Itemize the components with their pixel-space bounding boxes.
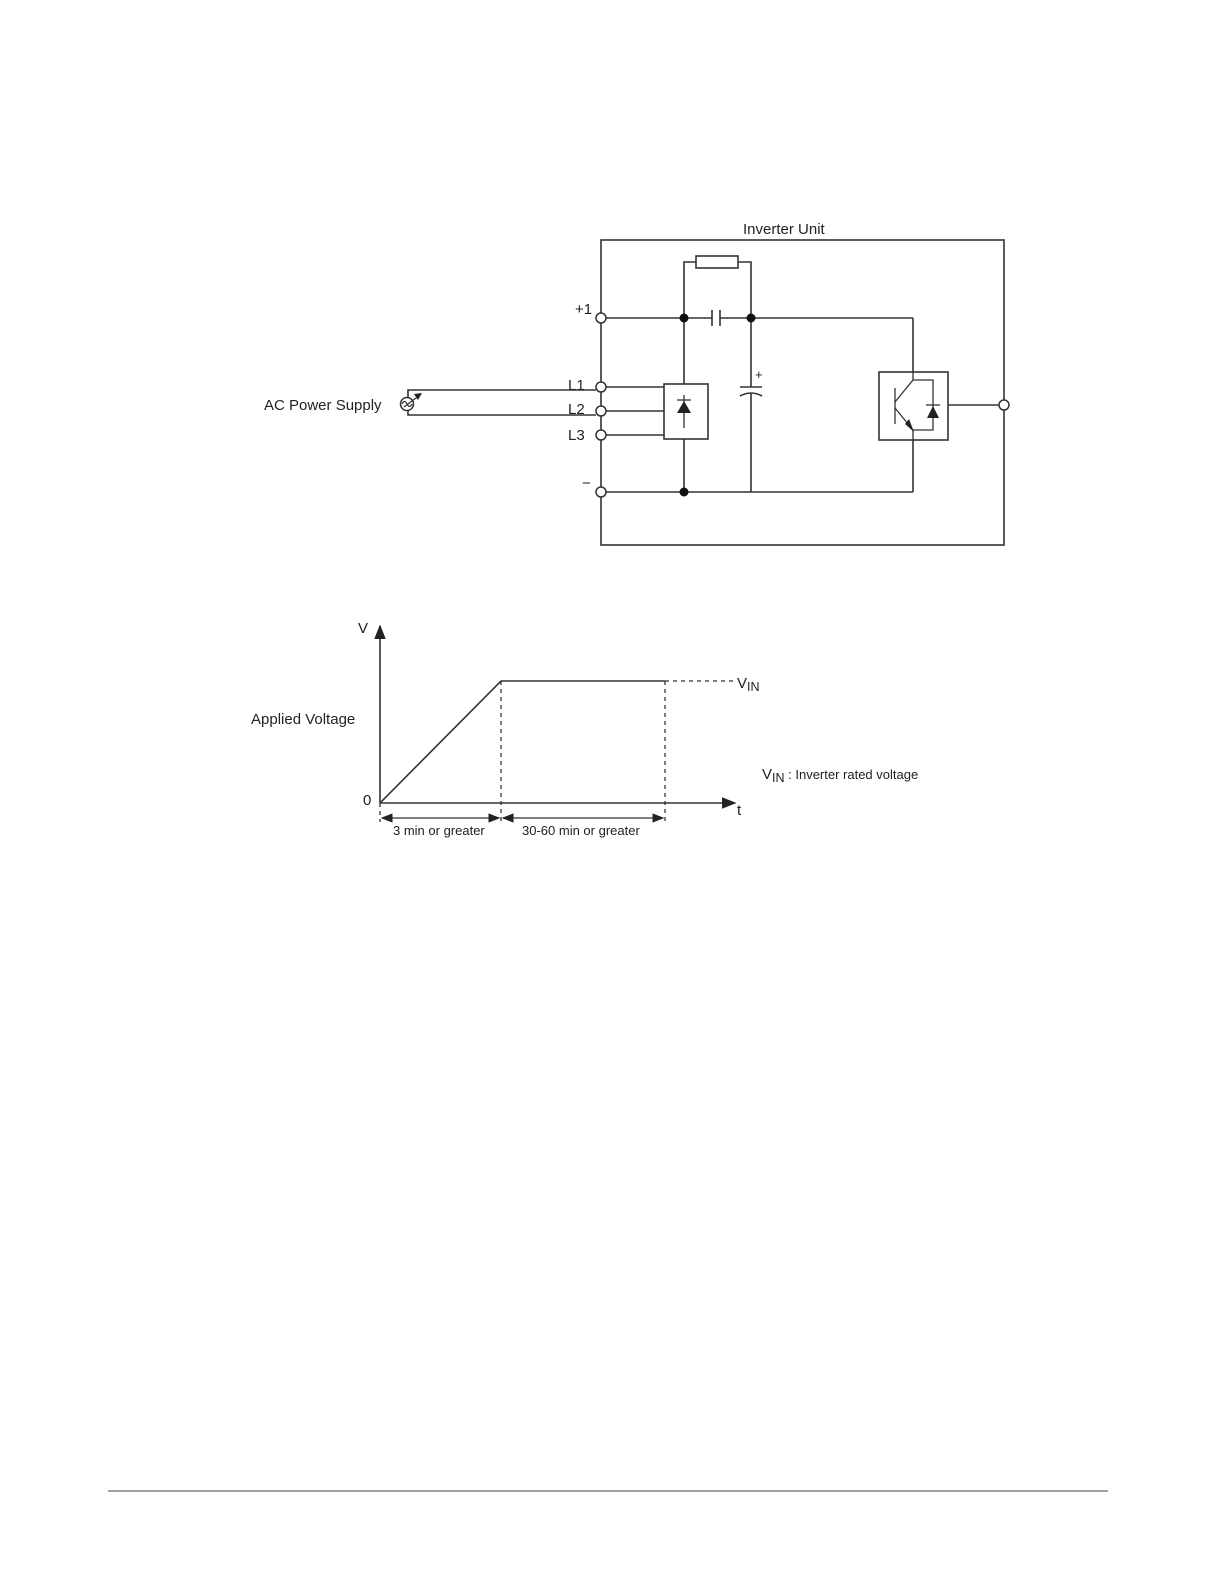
junction-dot bbox=[680, 488, 689, 497]
vin-label-sub: IN bbox=[747, 680, 760, 694]
inverter-circuit-diagram: Inverter Unit + bbox=[264, 221, 1009, 545]
terminal-minus bbox=[596, 487, 606, 497]
output-terminal bbox=[999, 400, 1009, 410]
vin-legend-sub: IN bbox=[772, 771, 785, 785]
vin-label-main: V bbox=[737, 675, 747, 692]
terminal-minus-label: − bbox=[582, 475, 591, 492]
freewheel-diode-icon bbox=[913, 380, 940, 430]
phase2-duration-label: 30-60 min or greater bbox=[522, 823, 640, 838]
capacitor-polarity-label: + bbox=[755, 367, 763, 382]
vin-legend: VIN : Inverter rated voltage bbox=[762, 766, 918, 785]
applied-voltage-label: Applied Voltage bbox=[251, 711, 355, 728]
ac-power-supply-icon bbox=[401, 393, 423, 411]
resistor-wire-right bbox=[738, 262, 751, 318]
vin-legend-text: : Inverter rated voltage bbox=[785, 767, 919, 782]
junction-dot bbox=[680, 314, 689, 323]
terminal-plus1 bbox=[596, 313, 606, 323]
phase1-duration-label: 3 min or greater bbox=[393, 823, 485, 838]
origin-label: 0 bbox=[363, 792, 371, 809]
terminal-l3-label: L3 bbox=[568, 427, 585, 444]
y-axis-label: V bbox=[358, 620, 368, 637]
terminal-l2 bbox=[596, 406, 606, 416]
resistor-wire-left bbox=[684, 262, 696, 318]
charging-resistor-icon bbox=[696, 256, 738, 268]
inverter-unit-box bbox=[601, 240, 1004, 545]
terminal-l1-label: L1 bbox=[568, 377, 585, 394]
transistor-icon bbox=[895, 372, 914, 440]
inverter-unit-label: Inverter Unit bbox=[743, 221, 826, 238]
vin-legend-main: V bbox=[762, 766, 772, 783]
terminal-l3 bbox=[596, 430, 606, 440]
voltage-ramp-line bbox=[380, 681, 665, 803]
ac-power-supply-label: AC Power Supply bbox=[264, 397, 382, 414]
terminal-plus1-label: +1 bbox=[575, 301, 592, 318]
voltage-timing-diagram: V t 0 Applied Voltage VIN 3 min or great… bbox=[251, 620, 918, 838]
junction-dot bbox=[747, 314, 756, 323]
terminal-l1 bbox=[596, 382, 606, 392]
vin-label: VIN bbox=[737, 675, 760, 694]
rectifier-diode-icon bbox=[677, 395, 691, 428]
x-axis-label: t bbox=[737, 802, 742, 819]
